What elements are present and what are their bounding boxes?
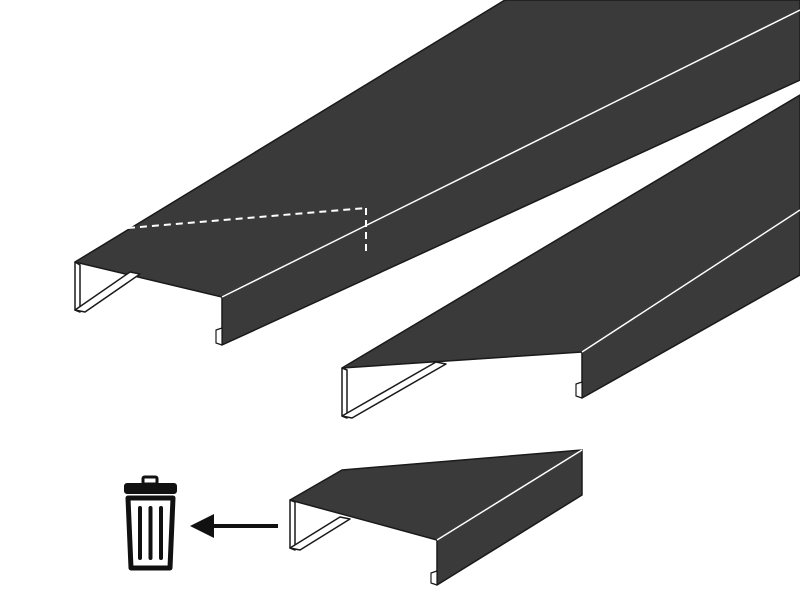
profile-top-fold-line — [221, 9, 800, 298]
offcut-end-wall — [289, 499, 296, 551]
profile-middle-end-wall — [341, 367, 348, 419]
profile-top-end-wall — [74, 261, 81, 313]
profile-top-marked — [74, 0, 800, 346]
offcut-fold-line — [436, 449, 583, 541]
trash-icon — [124, 475, 177, 571]
profile-offcut — [289, 449, 583, 586]
profile-middle-end-lip — [341, 361, 447, 419]
profile-top-end-hem — [215, 327, 223, 346]
offcut-end-hem — [430, 570, 438, 586]
arrow-left-icon — [190, 514, 278, 538]
profile-top-face — [74, 0, 800, 298]
profile-middle-face — [341, 94, 800, 369]
profile-middle-fold-line — [581, 209, 800, 353]
offcut-end-lip — [289, 516, 351, 551]
profile-top-end-lip — [74, 271, 141, 313]
cut-line-diagonal — [127, 207, 367, 229]
profile-middle-cut — [341, 94, 800, 419]
profile-middle-end-hem — [575, 381, 583, 399]
